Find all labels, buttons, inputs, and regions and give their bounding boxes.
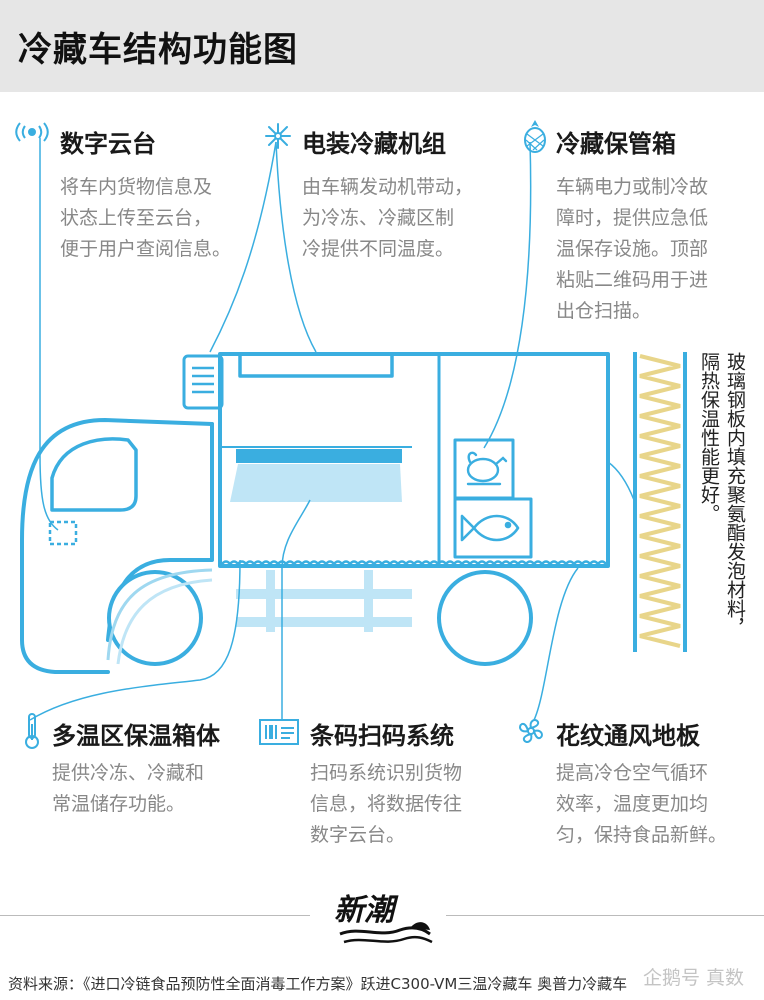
- desc-line: 便于用户查阅信息。: [60, 238, 232, 260]
- desc-line: 效率，温度更加均: [556, 793, 709, 815]
- connector-cloud: [39, 138, 59, 531]
- snowflake-icon: [265, 123, 291, 149]
- connector-thermo: [29, 559, 241, 721]
- insulation-bar-left: [633, 352, 637, 652]
- feature-title-ventilation: 花纹通风地板: [556, 722, 700, 750]
- chassis-bar-top: [236, 589, 412, 599]
- thermometer-icon: [25, 713, 39, 749]
- insulation-bar-right: [683, 352, 687, 652]
- desc-line: 信息，将数据传往: [310, 793, 463, 815]
- connector-insulation: [607, 461, 635, 501]
- watermark: 企鹅号 真数: [642, 967, 744, 989]
- page-title: 冷藏车结构功能图: [18, 30, 298, 70]
- feature-title-storage-box: 冷藏保管箱: [556, 130, 676, 158]
- desc-line: 为冷冻、冷藏区制: [302, 207, 455, 229]
- chassis-post-left: [266, 570, 275, 632]
- feature-desc-barcode: 扫码系统识别货物信息，将数据传往数字云台。: [310, 758, 462, 851]
- desc-line: 数字云台。: [310, 824, 406, 846]
- feature-title-multi-temp: 多温区保温箱体: [52, 722, 220, 750]
- cab-arc: [106, 568, 213, 661]
- ventilation-floor: [221, 560, 607, 566]
- feature-title-refrigeration-unit: 电装冷藏机组: [302, 130, 446, 158]
- feature-desc-cloud: 将车内货物信息及状态上传至云台， 便于用户查阅信息。: [60, 172, 231, 265]
- desc-line: 状态上传至云台，: [60, 207, 213, 229]
- signal-tower-icon: [15, 122, 49, 142]
- cab-device: [48, 520, 78, 546]
- connector-floor: [533, 567, 579, 721]
- insulation-spring: [639, 354, 681, 648]
- feature-desc-ventilation: 提高冷仓空气循环效率，温度更加均匀，保持食品新鲜。: [556, 758, 727, 851]
- freezer-air: [230, 464, 402, 502]
- feature-desc-storage-box: 车辆电力或制冷故障时，提供应急低温保存设施。顶部粘贴二维码用于进出仓扫描。: [556, 172, 708, 327]
- desc-line: 将车内货物信息及: [60, 176, 213, 198]
- desc-line: 出仓扫描。: [556, 300, 652, 322]
- footer-divider-right: [446, 915, 764, 916]
- rear-wheel: [437, 570, 533, 666]
- source-note: 资料来源：《进口冷链食品预防性全面消毒工作方案》跃进C300-VM三温冷藏车 奥…: [8, 975, 628, 993]
- chassis-post-right: [364, 570, 373, 632]
- desc-line: 提高冷仓空气循环: [556, 762, 709, 784]
- connector-storage: [483, 141, 532, 449]
- desc-line: 温保存设施。顶部: [556, 238, 709, 260]
- storage-box-top: [453, 438, 515, 500]
- freezer-panel: [236, 449, 402, 463]
- footer-divider-left: [0, 915, 310, 916]
- desc-line: 粘贴二维码用于进: [556, 269, 709, 291]
- cab-window: [50, 437, 138, 512]
- feature-desc-multi-temp: 提供冷冻、冷藏和常温储存功能。: [52, 758, 204, 820]
- connector-unit-a: [209, 141, 277, 353]
- barcode-scanner-icon: [259, 719, 299, 745]
- desc-line: 车辆电力或制冷故: [556, 176, 709, 198]
- brand-logo-text: 新潮: [334, 893, 399, 928]
- pineapple-icon: [524, 120, 546, 153]
- feature-title-cloud: 数字云台: [60, 130, 156, 158]
- desc-line: 提供冷冻、冷藏和: [52, 762, 205, 784]
- insulation-note: 玻璃钢板内填充聚氨酯发泡材料，隔热保温性能更好。: [698, 352, 746, 637]
- desc-line: 扫码系统识别货物: [310, 762, 463, 784]
- feature-title-barcode: 条码扫码系统: [310, 722, 454, 750]
- feature-desc-refrigeration-unit: 由车辆发动机带动， 为冷冻、冷藏区制冷提供不同温度。: [302, 172, 473, 265]
- connector-barcode: [281, 499, 311, 720]
- refrigeration-unit-box: [238, 352, 394, 378]
- chassis-bar-bottom: [236, 617, 412, 627]
- header-bar: 冷藏车结构功能图: [0, 0, 764, 92]
- chicken-icon: [466, 451, 508, 486]
- cab-roof-unit: [182, 354, 224, 410]
- fan-icon: [519, 719, 543, 743]
- storage-box-bottom: [453, 497, 533, 559]
- connector-unit-b: [275, 141, 317, 353]
- desc-line: 障时，提供应急低: [556, 207, 709, 229]
- desc-line: 常温储存功能。: [52, 793, 186, 815]
- desc-line: 由车辆发动机带动，: [302, 176, 474, 198]
- front-wheel: [107, 570, 203, 666]
- desc-line: 冷提供不同温度。: [302, 238, 455, 260]
- desc-line: 匀，保持食品新鲜。: [556, 824, 728, 846]
- brand-logo: 新潮: [334, 893, 433, 944]
- fish-icon: [460, 514, 520, 542]
- cab-outline: [20, 418, 214, 674]
